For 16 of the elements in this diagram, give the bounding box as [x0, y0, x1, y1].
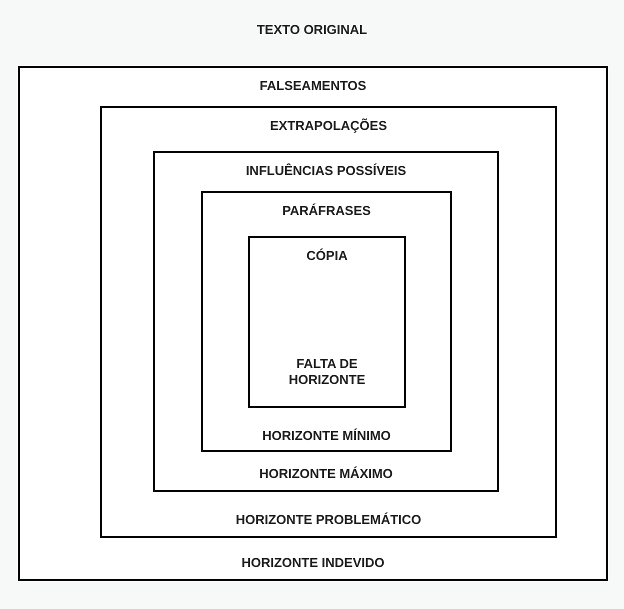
box-heading: TEXTO ORIGINAL — [256, 22, 368, 38]
box-heading: INFLUÊNCIAS POSSÍVEIS — [246, 163, 406, 179]
nested-box — [201, 191, 452, 452]
box-footer: HORIZONTE MÁXIMO — [259, 466, 393, 482]
box-heading: PARÁFRASES — [282, 203, 371, 219]
nested-box — [248, 236, 406, 408]
box-footer: HORIZONTE MÍNIMO — [262, 428, 391, 444]
nested-box — [18, 66, 608, 581]
box-footer: HORIZONTE PROBLEMÁTICO — [236, 512, 422, 528]
box-footer: FALTA DE HORIZONTE — [282, 356, 372, 388]
box-footer: HORIZONTE INDEVIDO — [241, 555, 384, 571]
nested-box — [100, 106, 557, 538]
box-heading: FALSEAMENTOS — [260, 78, 366, 94]
box-heading: EXTRAPOLAÇÕES — [270, 118, 387, 134]
nested-box — [153, 151, 499, 492]
box-heading: CÓPIA — [306, 248, 348, 264]
